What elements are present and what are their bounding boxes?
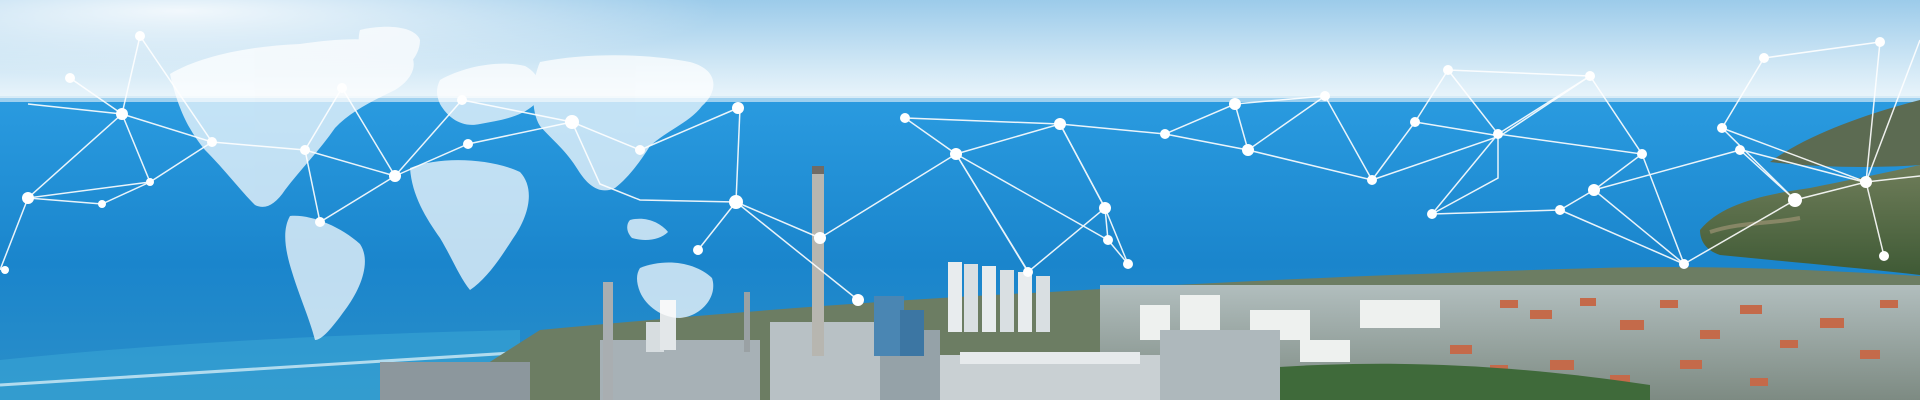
chimney-main bbox=[812, 166, 824, 356]
chimney-secondary bbox=[603, 282, 613, 400]
headland-far bbox=[1770, 100, 1920, 167]
industrial-plant bbox=[380, 166, 1280, 400]
network-nodes bbox=[1, 31, 1889, 306]
headland-near bbox=[1700, 165, 1920, 275]
world-map-overlay bbox=[170, 26, 714, 340]
